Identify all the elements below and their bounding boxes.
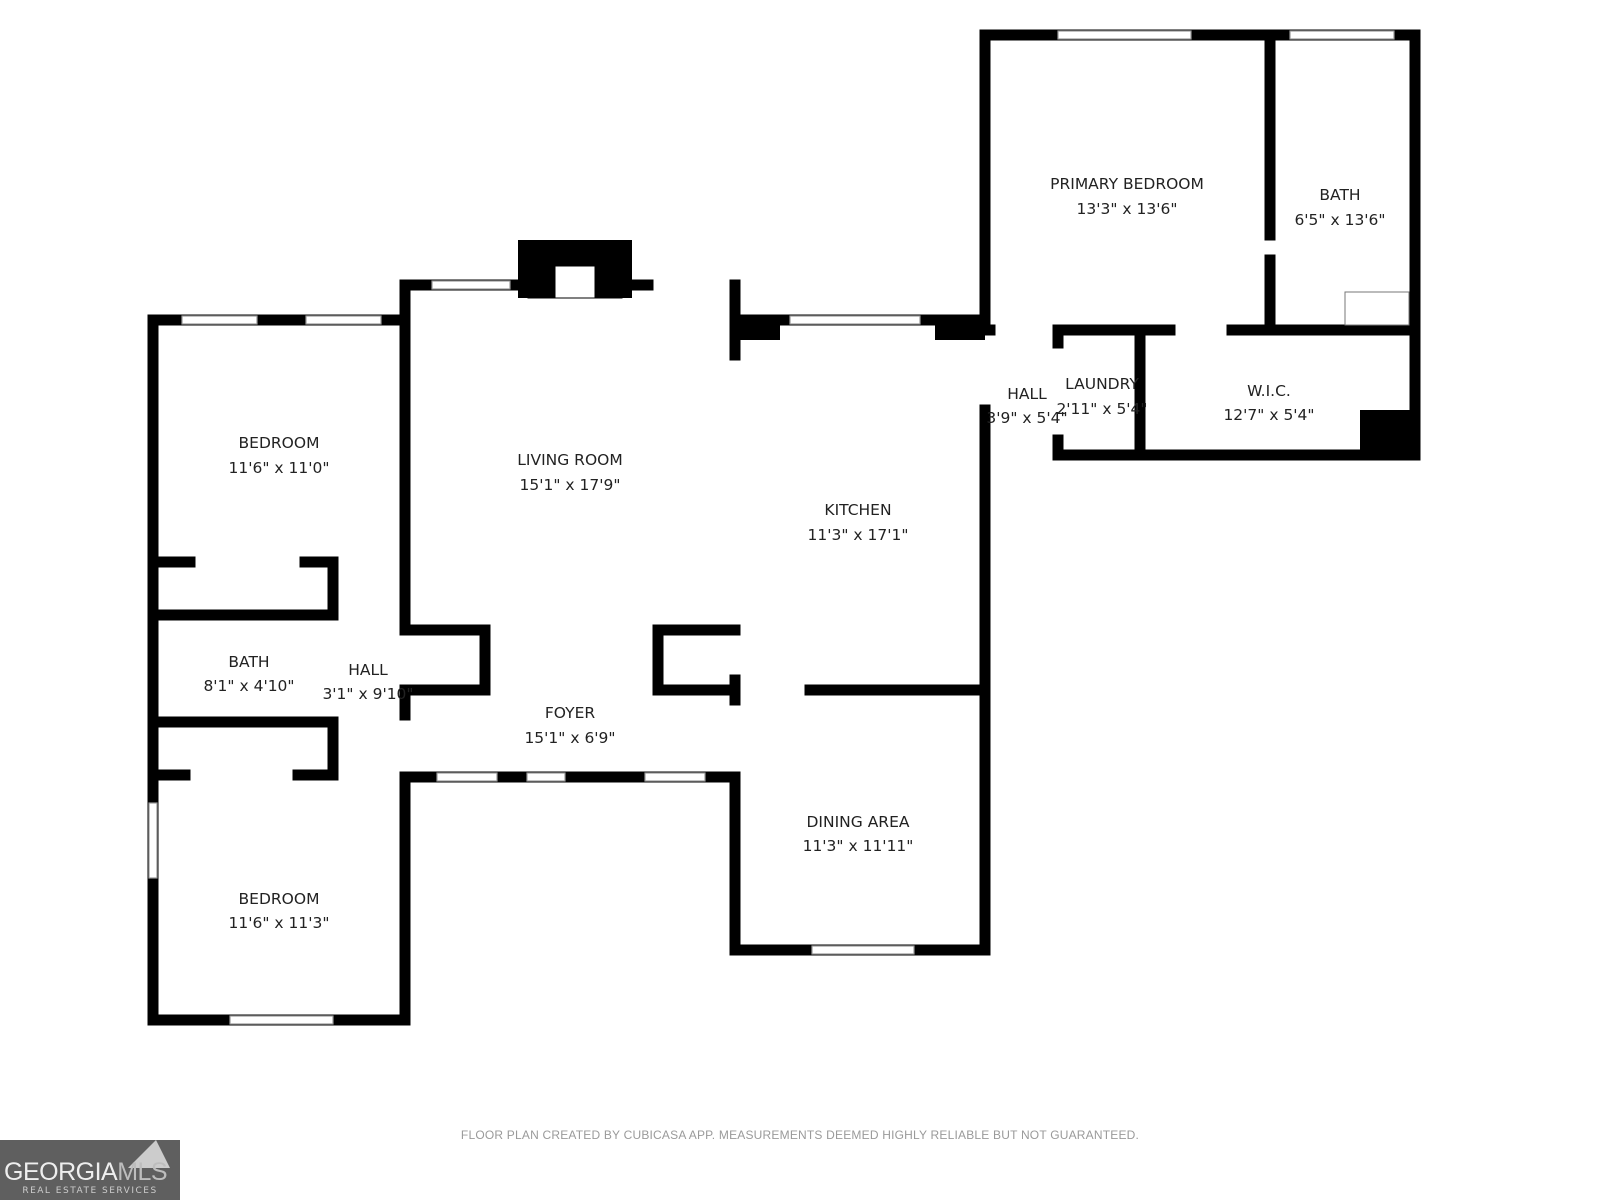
room-name: BATH <box>1319 186 1360 204</box>
room-labels: PRIMARY BEDROOM 13'3" x 13'6" BATH 6'5" … <box>203 175 1385 932</box>
room-dims: 13'3" x 13'6" <box>1077 200 1178 218</box>
room-dims: 3'9" x 5'4" <box>986 409 1067 427</box>
room-dims: 11'6" x 11'0" <box>229 459 330 477</box>
windows <box>148 30 1395 1025</box>
room-dims: 2'11" x 5'4" <box>1056 400 1147 418</box>
room-dims: 15'1" x 6'9" <box>524 729 615 747</box>
room-dims: 12'7" x 5'4" <box>1223 406 1314 424</box>
room-dims: 3'1" x 9'10" <box>322 685 413 703</box>
room-name: LAUNDRY <box>1065 375 1139 393</box>
room-name: LIVING ROOM <box>517 451 622 469</box>
georgia-mls-logo: GEORGIAMLS REAL ESTATE SERVICES <box>0 1140 180 1200</box>
room-dims: 11'3" x 11'11" <box>803 837 914 855</box>
room-name: BEDROOM <box>239 890 320 908</box>
walls <box>147 29 1421 1026</box>
room-name: PRIMARY BEDROOM <box>1050 175 1204 193</box>
room-name: HALL <box>1007 385 1047 403</box>
room-dims: 6'5" x 13'6" <box>1294 211 1385 229</box>
room-dims: 11'6" x 11'3" <box>229 914 330 932</box>
room-dims: 8'1" x 4'10" <box>203 677 294 695</box>
room-dims: 15'1" x 17'9" <box>520 476 621 494</box>
logo-subtitle: REAL ESTATE SERVICES <box>22 1186 158 1196</box>
disclaimer: FLOOR PLAN CREATED BY CUBICASA APP. MEAS… <box>460 1128 1140 1142</box>
room-name: BATH <box>228 653 269 671</box>
room-name: KITCHEN <box>824 501 891 519</box>
room-dims: 11'3" x 17'1" <box>808 526 909 544</box>
room-name: BEDROOM <box>239 434 320 452</box>
logo-text: GEORGIAMLS <box>4 1158 168 1186</box>
room-name: DINING AREA <box>807 813 910 831</box>
roof-icon <box>128 1140 170 1168</box>
room-name: W.I.C. <box>1247 382 1291 400</box>
room-name: HALL <box>348 661 388 679</box>
room-name: FOYER <box>545 704 596 722</box>
